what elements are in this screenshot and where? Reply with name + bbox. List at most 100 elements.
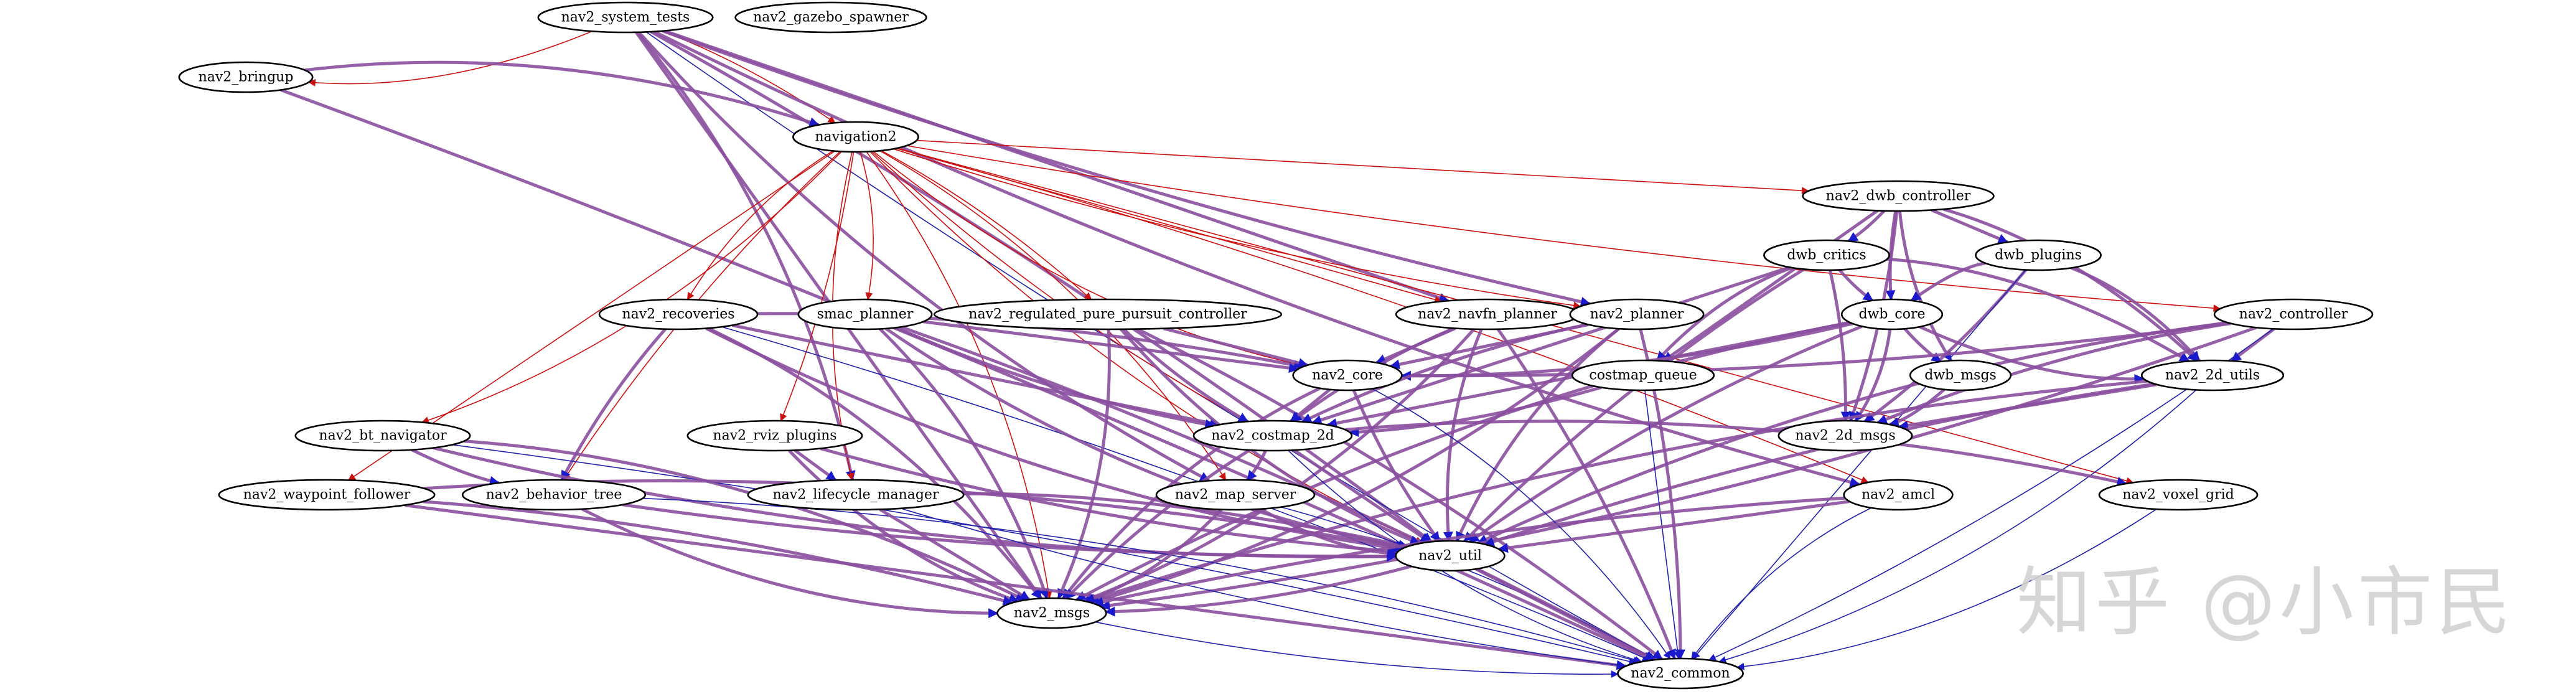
edge-nav2_controller-to-nav2_core: [1400, 321, 2230, 381]
node-nav2-amcl: nav2_amcl: [1843, 479, 1954, 511]
node-label: nav2_recoveries: [622, 307, 734, 322]
edge-nav2_amcl-to-nav2_common: [1691, 507, 1872, 660]
node-ellipse: [1843, 479, 1954, 511]
edge-navigation2-to-nav2_planner: [893, 148, 1581, 309]
edge-dwb_critics-to-costmap_queue: [1656, 266, 1793, 362]
edge-nav2_core-to-nav2_costmap_2d: [1290, 388, 1331, 423]
edge-nav2_core-to-nav2_util: [1352, 389, 1441, 542]
edge-nav2_system_tests-to-nav2_lifecycle_manager: [636, 31, 856, 481]
edge-nav2_2d_utils-to-nav2_msgs: [1085, 379, 2148, 604]
node-ellipse: [1617, 657, 1744, 690]
node-ellipse: [792, 121, 919, 153]
node-ellipse: [2213, 298, 2374, 331]
node-ellipse: [1395, 540, 1506, 572]
node-label: costmap_queue: [1589, 368, 1697, 383]
edge-nav2_recoveries-to-nav2_costmap_2d: [731, 324, 1220, 428]
node-nav2-behavior-tree: nav2_behavior_tree: [461, 479, 647, 511]
edge-dwb_core-to-nav2_msgs: [1075, 321, 1850, 601]
node-label: nav2_2d_msgs: [1795, 428, 1895, 444]
edge-nav2_amcl-to-nav2_util: [1497, 500, 1850, 553]
edge-nav2_behavior_tree-to-nav2_util: [622, 503, 1397, 561]
edge-nav2_util-to-nav2_msgs: [1105, 565, 1412, 617]
node-label: nav2_2d_utils: [2165, 368, 2260, 383]
node-label: dwb_msgs: [1924, 368, 1997, 383]
node-nav2-costmap-2d: nav2_costmap_2d: [1192, 420, 1353, 452]
edge-costmap_queue-to-nav2_costmap_2d: [1349, 385, 1602, 438]
node-nav2-voxel-grid: nav2_voxel_grid: [2098, 479, 2259, 511]
edge-dwb_critics-to-nav2_2d_msgs: [1828, 270, 1851, 422]
node-label: nav2_util: [1418, 548, 1482, 564]
edge-nav2_planner-to-nav2_costmap_2d: [1301, 322, 1588, 423]
edge-dwb_critics-to-nav2_util: [1463, 268, 1806, 543]
node-ellipse: [1763, 239, 1890, 271]
node-nav2-gazebo-spawner: nav2_gazebo_spawner: [734, 1, 927, 34]
node-label: nav2_behavior_tree: [486, 487, 622, 503]
node-ellipse: [797, 298, 933, 331]
node-ellipse: [1292, 359, 1403, 392]
node-ellipse: [996, 597, 1107, 629]
node-label: nav2_bt_navigator: [319, 428, 447, 444]
node-nav2-bt-navigator: nav2_bt_navigator: [294, 420, 471, 452]
edge-nav2_core-to-nav2_common: [1372, 388, 1671, 660]
edge-costmap_queue-to-nav2_common: [1644, 390, 1682, 660]
edge-nav2_system_tests-to-nav2_navfn_planner: [663, 29, 1450, 303]
node-label: navigation2: [815, 129, 896, 145]
node-ellipse: [461, 479, 647, 511]
edge-dwb_critics-to-dwb_core: [1838, 268, 1874, 302]
edge-nav2_system_tests-to-nav2_planner: [662, 29, 1591, 307]
edge-nav2_bt_navigator-to-nav2_msgs: [464, 439, 1026, 602]
node-label: nav2_rviz_plugins: [713, 428, 836, 444]
edge-nav2_lifecycle_manager-to-nav2_common: [901, 508, 1627, 669]
edge-nav2_dwb_controller-to-costmap_queue: [1662, 209, 1879, 363]
edge-dwb_core-to-nav2_2d_utils: [1919, 325, 2145, 384]
edge-nav2_recoveries-to-nav2_msgs: [707, 327, 1042, 600]
edge-nav2_regulated_pure_pursuit_controller-to-nav2_costmap_2d: [1122, 328, 1249, 423]
edge-navigation2-to-smac_planner: [859, 151, 874, 301]
node-ellipse: [734, 1, 927, 34]
node-label: dwb_core: [1858, 307, 1925, 322]
node-nav2-system-tests: nav2_system_tests: [537, 1, 714, 34]
edge-nav2_controller-to-nav2_2d_msgs: [1876, 322, 2231, 424]
node-nav2-2d-utils: nav2_2d_utils: [2140, 359, 2285, 392]
node-ellipse: [1840, 298, 1944, 331]
edge-navigation2-to-nav2_costmap_2d: [871, 151, 1248, 423]
edge-nav2_navfn_planner-to-nav2_common: [1496, 328, 1676, 660]
edge-nav2_behavior_tree-to-nav2_msgs: [581, 507, 999, 619]
edge-navigation2-to-nav2_controller: [906, 145, 2221, 312]
node-nav2-rviz-plugins: nav2_rviz_plugins: [686, 420, 863, 452]
edge-nav2_lifecycle_manager-to-nav2_msgs: [879, 508, 1031, 601]
edge-dwb_core-to-dwb_msgs: [1903, 327, 1942, 363]
edge-navigation2-to-nav2_amcl: [896, 148, 1869, 484]
edge-nav2_planner-to-nav2_util: [1455, 327, 1620, 542]
edge-navigation2-to-nav2_bt_navigator: [421, 151, 842, 424]
node-nav2-controller: nav2_controller: [2213, 298, 2374, 331]
edge-nav2_bt_navigator-to-nav2_behavior_tree: [411, 448, 500, 486]
edge-nav2_voxel_grid-to-nav2_common: [1736, 509, 2157, 670]
edge-navigation2-to-nav2_dwb_controller: [916, 139, 1809, 195]
edge-nav2_util-to-nav2_common: [1475, 567, 1655, 662]
node-label: nav2_core: [1312, 368, 1383, 383]
node-ellipse: [218, 479, 436, 511]
node-nav2-core: nav2_core: [1292, 359, 1403, 392]
node-label: nav2_bringup: [199, 70, 294, 85]
node-ellipse: [1909, 359, 2012, 392]
node-ellipse: [1569, 298, 1705, 331]
node-ellipse: [686, 420, 863, 452]
edge-layer: [280, 29, 2275, 678]
edge-nav2_costmap_2d-to-nav2_map_server: [1246, 449, 1267, 481]
node-nav2-recoveries: nav2_recoveries: [598, 298, 759, 331]
edge-nav2_costmap_2d-to-nav2_msgs: [1064, 448, 1251, 600]
node-label: nav2_planner: [1590, 307, 1684, 322]
edge-nav2_map_server-to-nav2_util: [1260, 507, 1398, 558]
node-nav2-msgs: nav2_msgs: [996, 597, 1107, 629]
edge-navigation2-to-nav2_util: [869, 151, 1423, 544]
node-label: nav2_controller: [2239, 307, 2348, 322]
edge-nav2_controller-to-nav2_msgs: [1100, 326, 2257, 611]
edge-dwb_critics-to-nav2_costmap_2d: [1311, 266, 1791, 425]
node-nav2-planner: nav2_planner: [1569, 298, 1705, 331]
node-nav2-dwb-controller: nav2_dwb_controller: [1802, 180, 1995, 212]
node-label: dwb_plugins: [1995, 248, 2082, 263]
edge-nav2_rviz_plugins-to-nav2_lifecycle_manager: [794, 449, 837, 482]
edge-nav2_planner-to-nav2_msgs: [1089, 327, 1620, 605]
node-layer: nav2_system_tests nav2_gazebo_spawner nav2…: [178, 1, 2374, 690]
